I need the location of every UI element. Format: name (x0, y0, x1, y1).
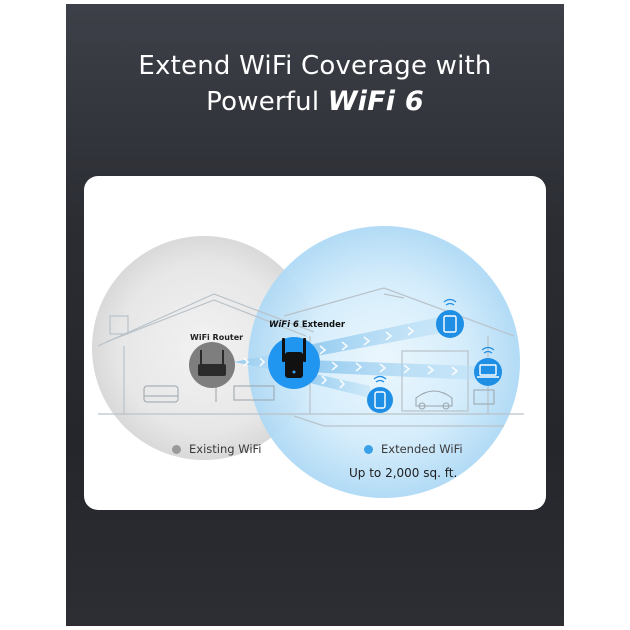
beam-to-tablet (304, 316, 446, 358)
legend-existing-label: Existing WiFi (189, 442, 262, 456)
router-label: WiFi Router (190, 333, 244, 342)
extender-icon (268, 337, 320, 389)
headline: Extend WiFi Coverage with Powerful WiFi … (66, 48, 564, 120)
extender-label: WiFi 6 Extender (269, 320, 345, 330)
beam-to-laptop (306, 360, 476, 380)
headline-prefix: Powerful (206, 87, 328, 117)
sofa-icon (143, 385, 179, 403)
extended-dot-icon (364, 444, 373, 454)
legend-extended: Extended WiFi (364, 440, 463, 458)
beam-to-phone (306, 372, 370, 398)
headline-emphasis: WiFi 6 (327, 86, 424, 117)
headline-line-1: Extend WiFi Coverage with (138, 51, 492, 81)
legend-existing: Existing WiFi (172, 440, 262, 458)
extender-label-rest: Extender (298, 320, 346, 330)
legend-extended-label: Extended WiFi (381, 442, 463, 456)
coverage-diagram-card: WiFi Router WiFi 6 Extender Existing WiF… (84, 176, 546, 510)
tablet-icon (436, 298, 464, 338)
product-banner: Extend WiFi Coverage with Powerful WiFi … (66, 4, 564, 626)
existing-dot-icon (172, 444, 181, 454)
car-icon (415, 390, 453, 407)
extender-label-emphasis: WiFi 6 (269, 320, 299, 330)
extended-coverage-area (248, 226, 520, 498)
wifi-signal-icon (443, 298, 457, 306)
headline-line-2: Powerful WiFi 6 (66, 84, 564, 120)
coverage-area-text: Up to 2,000 sq. ft. (349, 466, 458, 480)
coverage-diagram (92, 226, 524, 498)
phone-icon (367, 375, 393, 413)
wifi-router-icon (189, 342, 235, 388)
laptop-icon (474, 346, 502, 386)
